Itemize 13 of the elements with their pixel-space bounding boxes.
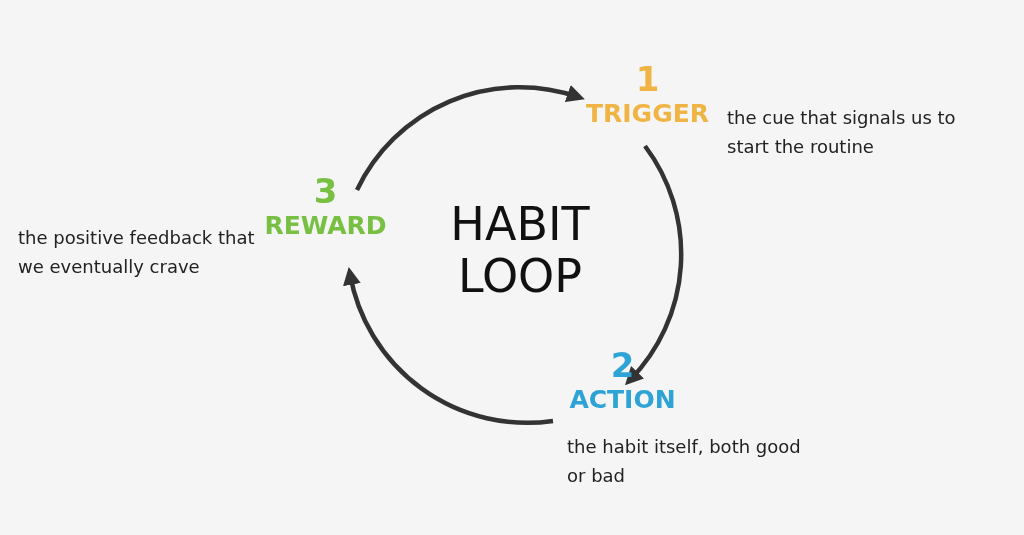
curved-arrow xyxy=(625,144,684,386)
step-heading: TRIGGER xyxy=(585,98,710,130)
step-heading: ACTION xyxy=(568,384,677,416)
step-description: the cue that signals us to start the routine xyxy=(727,106,957,159)
step-number: 1 xyxy=(634,60,661,98)
curved-arrow xyxy=(355,85,585,192)
curved-arrow xyxy=(343,267,554,426)
step-number: 3 xyxy=(312,172,339,210)
step-heading: REWARD xyxy=(263,210,388,242)
step-description: the positive feedback that we eventually crave xyxy=(18,226,256,279)
diagram-title: HABIT LOOP xyxy=(449,198,591,302)
step-description: the habit itself, both good or bad xyxy=(567,435,802,488)
step-number: 2 xyxy=(609,346,636,384)
